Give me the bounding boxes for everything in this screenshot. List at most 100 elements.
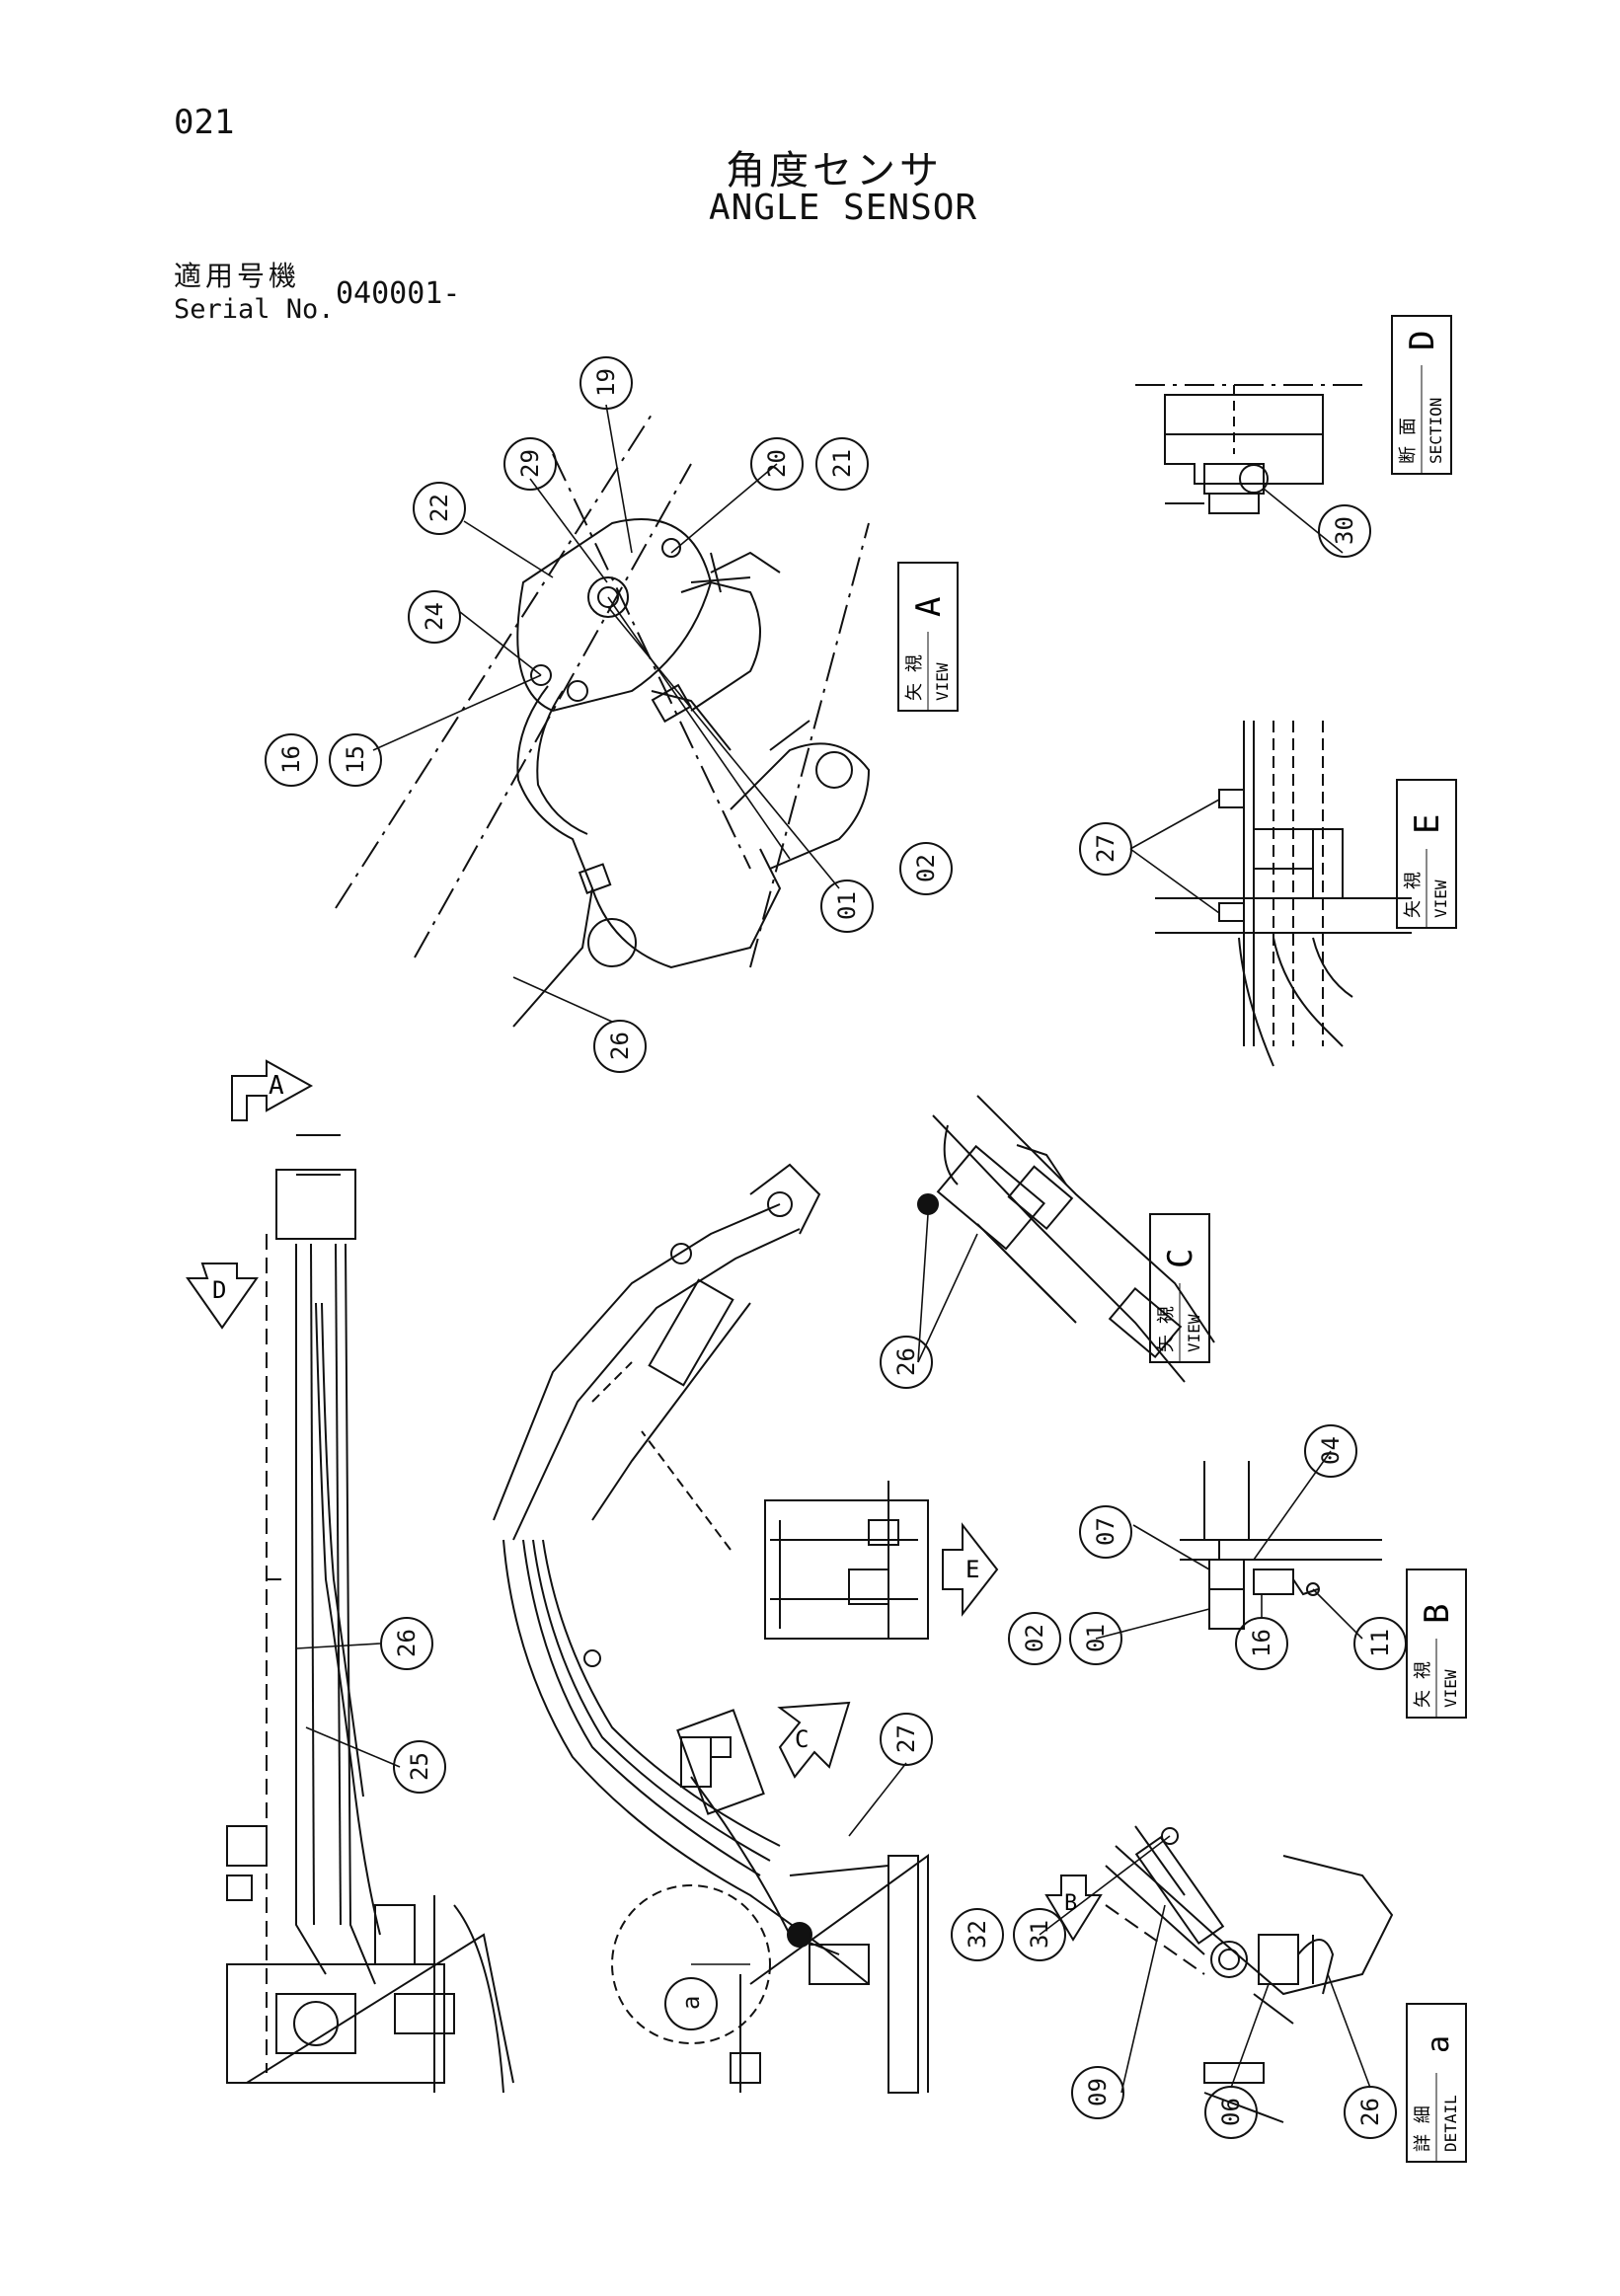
section-d-detail — [1135, 384, 1362, 514]
svg-text:01: 01 — [833, 891, 861, 920]
callout-32: 32 — [951, 1908, 1004, 1961]
callout-21: 21 — [815, 437, 869, 491]
callout-24: 24 — [408, 590, 461, 644]
svg-text:16: 16 — [277, 745, 305, 774]
callout-30: 30 — [1318, 504, 1371, 558]
main-boom-view — [493, 1163, 929, 2094]
svg-text:矢 視: 矢 視 — [1156, 1306, 1177, 1352]
svg-text:27: 27 — [892, 1724, 920, 1753]
svg-text:20: 20 — [763, 449, 791, 478]
svg-text:26: 26 — [1356, 2098, 1384, 2126]
view-a-detail — [335, 414, 871, 1028]
callout-19: 19 — [579, 356, 633, 410]
callout-11: 11 — [1353, 1617, 1407, 1670]
callout-31: 31 — [1013, 1908, 1066, 1961]
svg-text:D: D — [212, 1276, 226, 1304]
callout-a-boom: a — [664, 1977, 718, 2030]
leader-lines — [295, 404, 1371, 2094]
svg-text:VIEW: VIEW — [1431, 880, 1450, 918]
svg-text:04: 04 — [1317, 1436, 1345, 1465]
callout-06: 06 — [1204, 2086, 1258, 2139]
svg-text:22: 22 — [425, 494, 453, 522]
page-number: 021 — [174, 103, 235, 142]
svg-text:02: 02 — [1021, 1624, 1048, 1652]
callout-26-detail: 26 — [1344, 2086, 1397, 2139]
svg-text:26: 26 — [606, 1032, 634, 1060]
callout-26-a: 26 — [593, 1020, 647, 1073]
svg-text:E: E — [1408, 814, 1447, 834]
svg-text:D: D — [1403, 331, 1442, 350]
view-c-detail — [917, 1095, 1215, 1383]
svg-text:A: A — [909, 597, 949, 617]
svg-text:VIEW: VIEW — [933, 662, 952, 701]
callout-20: 20 — [750, 437, 804, 491]
svg-text:16: 16 — [1248, 1629, 1275, 1657]
svg-text:A: A — [269, 1071, 284, 1101]
callout-16: 16 — [265, 733, 318, 787]
view-arrow-b: B — [1044, 1875, 1103, 1942]
serial-label-english: Serial No. — [174, 294, 335, 325]
svg-text:a: a — [1422, 2035, 1456, 2053]
callout-09: 09 — [1071, 2066, 1124, 2119]
svg-text:31: 31 — [1026, 1920, 1053, 1949]
svg-text:E: E — [965, 1556, 979, 1583]
callout-27-boom: 27 — [880, 1713, 933, 1766]
svg-text:VIEW: VIEW — [1185, 1314, 1203, 1352]
svg-text:26: 26 — [892, 1347, 920, 1376]
svg-text:07: 07 — [1092, 1517, 1119, 1546]
svg-text:26: 26 — [393, 1629, 421, 1657]
svg-text:25: 25 — [406, 1752, 433, 1781]
label-view-e: 矢 視 VIEW E — [1396, 779, 1457, 929]
view-arrow-a: A — [231, 1059, 314, 1121]
callout-07: 07 — [1079, 1505, 1132, 1559]
label-view-a: 矢 視 VIEW A — [897, 562, 959, 712]
svg-text:B: B — [1064, 1891, 1077, 1916]
svg-text:30: 30 — [1331, 516, 1358, 545]
callout-22: 22 — [413, 482, 466, 535]
label-view-b: 矢 視 VIEW B — [1406, 1569, 1467, 1719]
serial-number-value: 040001- — [336, 276, 461, 311]
svg-text:矢 視: 矢 視 — [1413, 1661, 1433, 1708]
svg-text:27: 27 — [1092, 834, 1119, 863]
view-arrow-c: C — [777, 1701, 851, 1779]
title-japanese: 角度センサ — [726, 148, 943, 193]
svg-text:29: 29 — [516, 449, 544, 478]
svg-text:断 面: 断 面 — [1398, 418, 1419, 464]
title-english: ANGLE SENSOR — [709, 188, 978, 228]
callout-04: 04 — [1304, 1424, 1357, 1478]
svg-text:11: 11 — [1366, 1629, 1394, 1657]
view-arrow-d: D — [186, 1263, 259, 1330]
callout-02-a: 02 — [899, 842, 953, 895]
label-section-d: 断 面 SECTION D — [1391, 315, 1452, 475]
label-view-c: 矢 視 VIEW C — [1149, 1213, 1210, 1363]
main-side-view — [226, 1134, 514, 2094]
svg-text:C: C — [795, 1725, 809, 1753]
svg-text:21: 21 — [828, 449, 856, 478]
svg-text:32: 32 — [964, 1920, 991, 1949]
view-e-detail — [1155, 721, 1412, 1067]
label-detail-a: 詳 細 DETAIL a — [1406, 2003, 1467, 2163]
svg-text:詳 細: 詳 細 — [1413, 2105, 1433, 2152]
svg-text:02: 02 — [912, 854, 940, 882]
svg-text:DETAIL: DETAIL — [1441, 2095, 1460, 2152]
view-e-area — [764, 1481, 929, 1640]
callout-25: 25 — [393, 1740, 446, 1794]
svg-text:a: a — [677, 1996, 705, 2010]
callout-26-main: 26 — [380, 1617, 433, 1670]
svg-text:B: B — [1418, 1604, 1457, 1624]
svg-text:01: 01 — [1082, 1624, 1110, 1652]
view-b-detail — [1180, 1461, 1382, 1630]
view-arrow-e: E — [942, 1522, 999, 1617]
serial-label-japanese: 適用号機 — [174, 260, 301, 292]
callout-15: 15 — [329, 733, 382, 787]
callout-01-b: 01 — [1069, 1612, 1122, 1665]
svg-text:09: 09 — [1084, 2078, 1112, 2106]
callout-01-a: 01 — [820, 880, 874, 933]
callout-29: 29 — [503, 437, 557, 491]
svg-text:SECTION: SECTION — [1427, 398, 1445, 464]
svg-text:24: 24 — [421, 602, 448, 631]
svg-text:19: 19 — [592, 368, 620, 397]
callout-26-c: 26 — [880, 1336, 933, 1389]
svg-text:VIEW: VIEW — [1441, 1669, 1460, 1708]
